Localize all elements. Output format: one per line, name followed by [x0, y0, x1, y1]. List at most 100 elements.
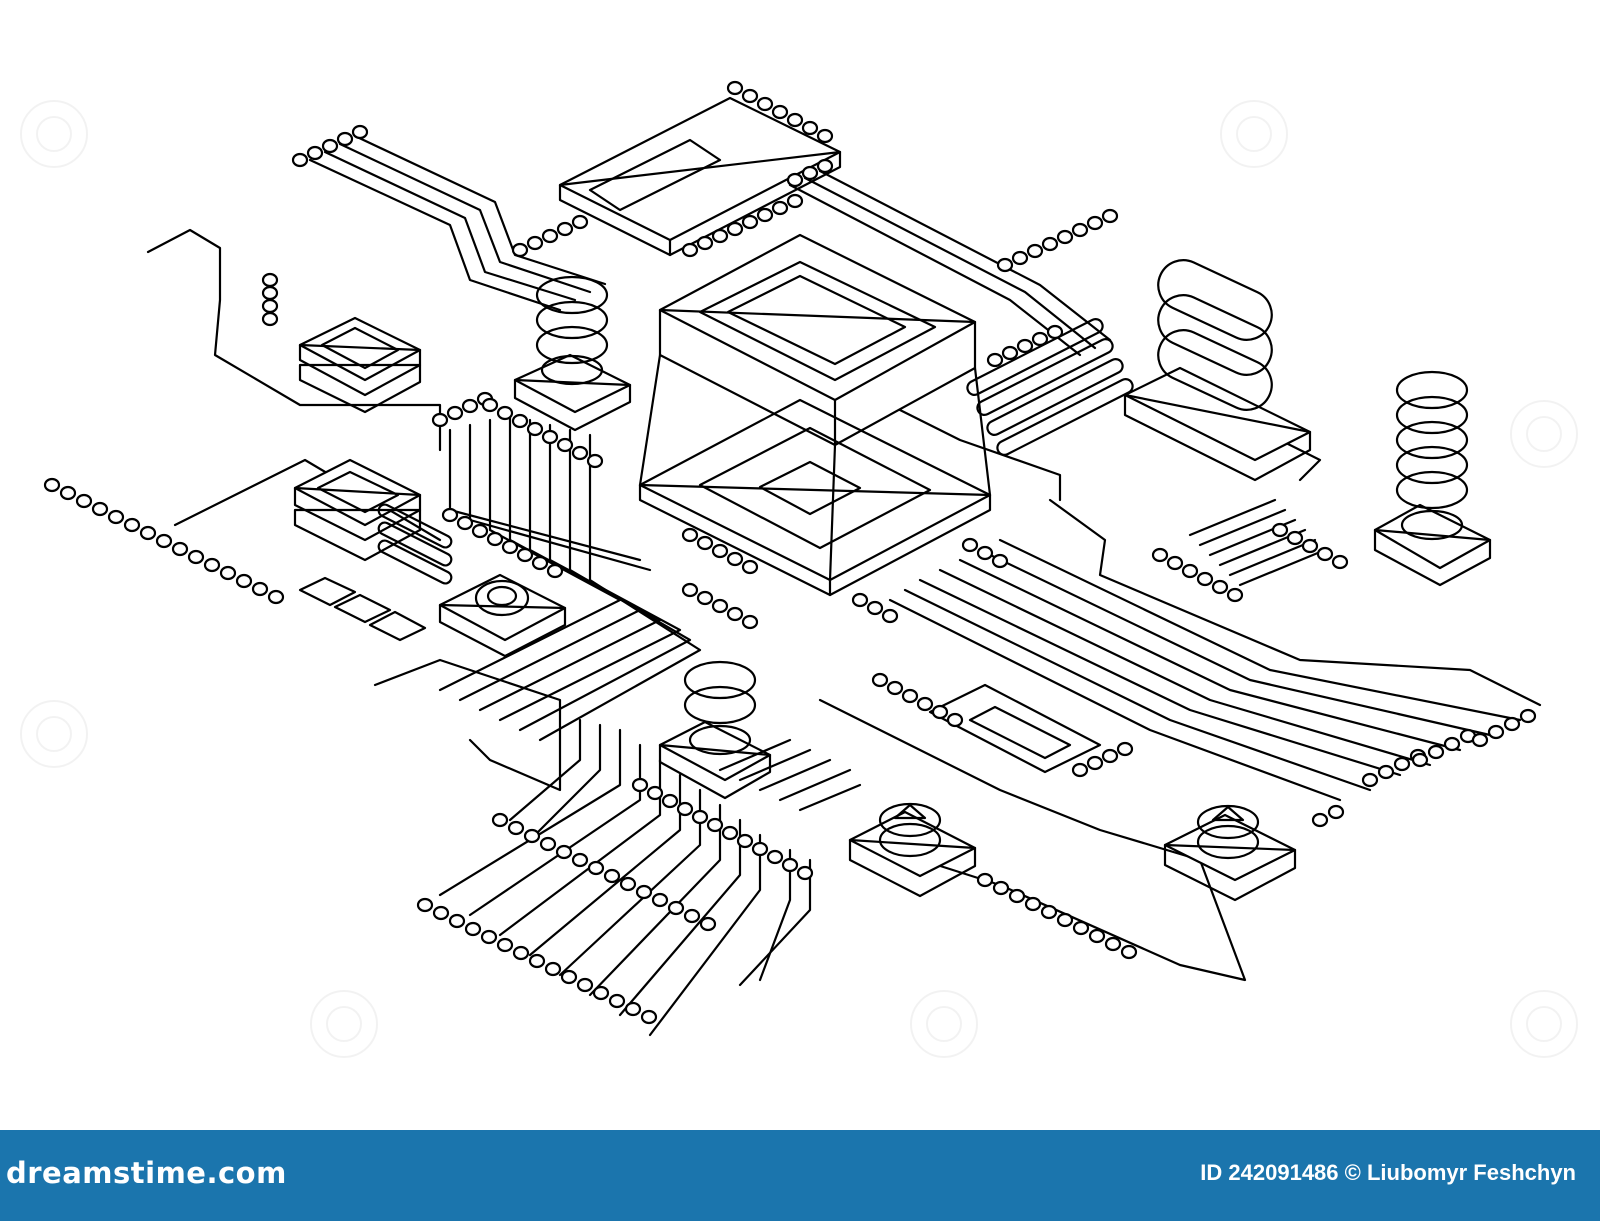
via-pad [1008, 888, 1026, 904]
via-pad [771, 104, 789, 120]
via-pad [603, 868, 621, 884]
via-pad [560, 969, 578, 985]
watermark-icon [20, 100, 88, 168]
via-pad [683, 908, 701, 924]
via-pad [544, 961, 562, 977]
via-pad [1377, 764, 1395, 780]
via-pad [661, 793, 679, 809]
via-pad [1487, 724, 1505, 740]
via-pad [1071, 222, 1089, 238]
via-pad [1086, 215, 1104, 231]
via-pad [711, 598, 729, 614]
via-pad [1031, 331, 1049, 347]
via-pad [1427, 744, 1445, 760]
via-pad [1181, 563, 1199, 579]
via-pad [512, 945, 530, 961]
via-pad [1001, 345, 1019, 361]
watermark-icon [1510, 990, 1578, 1058]
via-pad [726, 80, 744, 96]
via-pad [696, 235, 714, 251]
via-pad [946, 712, 964, 728]
traces-top-left [308, 134, 607, 312]
via-pad [556, 221, 574, 237]
via-pad [448, 913, 466, 929]
via-pad [640, 1009, 658, 1025]
board-outline-left [146, 228, 442, 452]
via-pad [786, 193, 804, 209]
via-pad [1226, 587, 1244, 603]
via-pad [461, 398, 479, 414]
via-pad [261, 272, 279, 288]
via-pad [251, 581, 269, 597]
cpu-die-top [658, 233, 977, 402]
circuit-board-illustration [20, 80, 1578, 1058]
via-pad [996, 257, 1014, 273]
via-pad [786, 112, 804, 128]
via-pad [486, 531, 504, 547]
via-pad [261, 285, 279, 301]
via-pad [711, 228, 729, 244]
via-pad [781, 857, 799, 873]
via-pad [1151, 547, 1169, 563]
via-pad [681, 527, 699, 543]
via-pad [681, 242, 699, 258]
via-pad [507, 820, 525, 836]
via-pad [1026, 243, 1044, 259]
capacitor-block-right [1163, 804, 1297, 902]
small-chip-stack-lower [293, 458, 422, 562]
via-pad [171, 541, 189, 557]
via-pad [608, 993, 626, 1009]
via-pad [651, 892, 669, 908]
via-pad [1301, 538, 1319, 554]
board-outline-lower [373, 658, 562, 792]
brand-logo[interactable]: dreamstime.com [6, 1156, 287, 1190]
via-pad [1361, 772, 1379, 788]
via-pad [881, 608, 899, 624]
via-pad [1503, 716, 1521, 732]
via-pad [539, 836, 557, 852]
via-pad [801, 120, 819, 136]
via-pad [267, 589, 285, 605]
via-pad [726, 606, 744, 622]
via-pad [431, 412, 449, 428]
small-chip-stack-upper [298, 316, 422, 414]
via-pad [586, 453, 604, 469]
via-pad [691, 809, 709, 825]
via-pad [526, 235, 544, 251]
via-pad [416, 897, 434, 913]
via-pad [432, 905, 450, 921]
via-pad [711, 543, 729, 559]
coil-spring-bottom [658, 660, 772, 800]
traces-capsules-left [377, 503, 453, 585]
via-pad [1519, 708, 1537, 724]
via-pad [139, 525, 157, 541]
via-pad [571, 852, 589, 868]
via-pad [871, 672, 889, 688]
hatched-strip [718, 738, 862, 812]
via-pad [43, 477, 61, 493]
via-pad [741, 88, 759, 104]
via-pad [992, 880, 1010, 896]
via-pad [592, 985, 610, 1001]
via-pad [751, 841, 769, 857]
via-pad [1316, 546, 1334, 562]
oval-coil-right [1123, 259, 1312, 482]
watermark-icon [1510, 400, 1578, 468]
via-pad [123, 517, 141, 533]
traces-left-fan [438, 413, 702, 742]
via-pad [736, 833, 754, 849]
via-pad [496, 405, 514, 421]
via-pad [1211, 579, 1229, 595]
via-pad [1443, 736, 1461, 752]
via-pad [511, 413, 529, 429]
via-pad [531, 555, 549, 571]
via-pad [1088, 928, 1106, 944]
via-pad [501, 539, 519, 555]
via-pad [1196, 571, 1214, 587]
via-pad [1327, 804, 1345, 820]
coil-spring-top [513, 275, 632, 432]
via-pad [1101, 748, 1119, 764]
coil-spring-right [1373, 370, 1492, 587]
via-pad [576, 977, 594, 993]
via-pad [1056, 912, 1074, 928]
